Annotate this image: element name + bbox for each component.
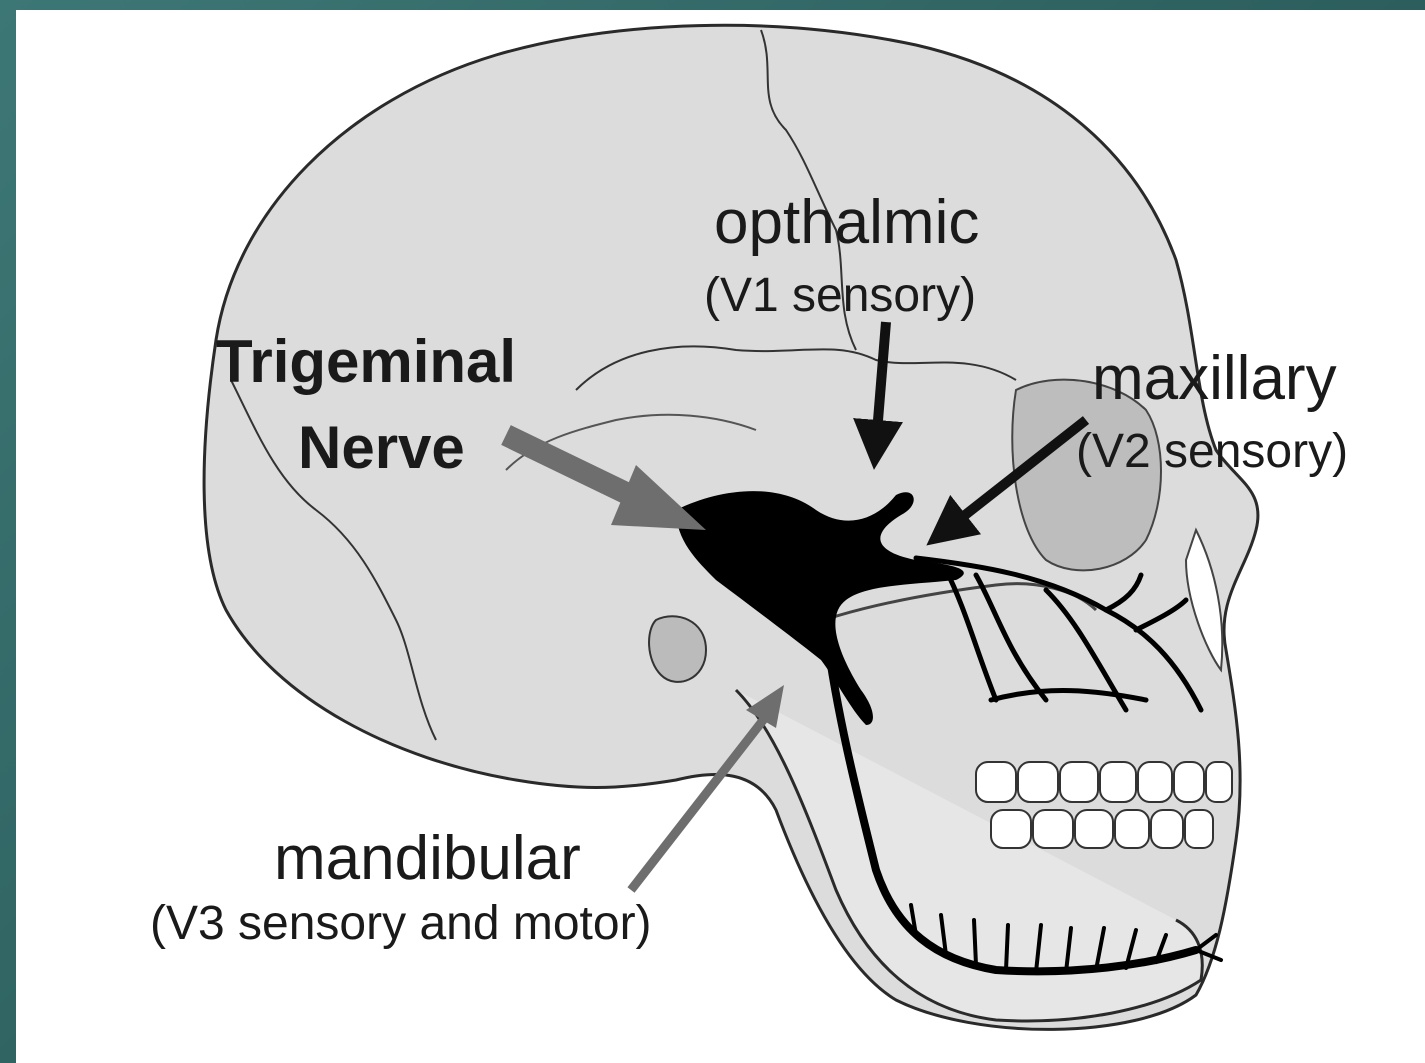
lambdoid-suture: [230, 379, 437, 741]
squamous-suture: [575, 345, 1017, 391]
ear-canal: [648, 615, 708, 683]
mandibular-sublabel: (V3 sensory and motor): [150, 897, 652, 950]
trigeminal-ganglion: [676, 491, 964, 725]
diagram-panel: Trigeminal Nerve opthalmic (V1 sensory) …: [16, 10, 1425, 1063]
lower-teeth: [990, 809, 1214, 849]
mandibular-label: mandibular: [274, 824, 581, 893]
maxillary-label: maxillary: [1092, 344, 1337, 413]
coronal-suture: [760, 29, 857, 351]
maxillary-branches: [913, 555, 1204, 713]
trigeminal-arrow: [501, 425, 706, 530]
orbit: [1011, 378, 1162, 572]
skull-diagram: [202, 23, 1260, 1031]
mandibular-arrow: [627, 685, 784, 893]
ophthalmic-arrow: [853, 321, 903, 470]
ophthalmic-label: opthalmic: [714, 188, 980, 257]
trigeminal-label-line1: Trigeminal: [216, 328, 517, 395]
nasal-cavity: [1184, 527, 1224, 673]
maxillary-arrow: [926, 416, 1090, 546]
mandibular-twigs: [909, 903, 1223, 974]
maxillary-sublabel: (V2 sensory): [1076, 425, 1349, 478]
upper-teeth: [975, 761, 1233, 803]
trigeminal-label-line2: Nerve: [298, 414, 465, 481]
ophthalmic-sublabel: (V1 sensory): [704, 269, 977, 322]
